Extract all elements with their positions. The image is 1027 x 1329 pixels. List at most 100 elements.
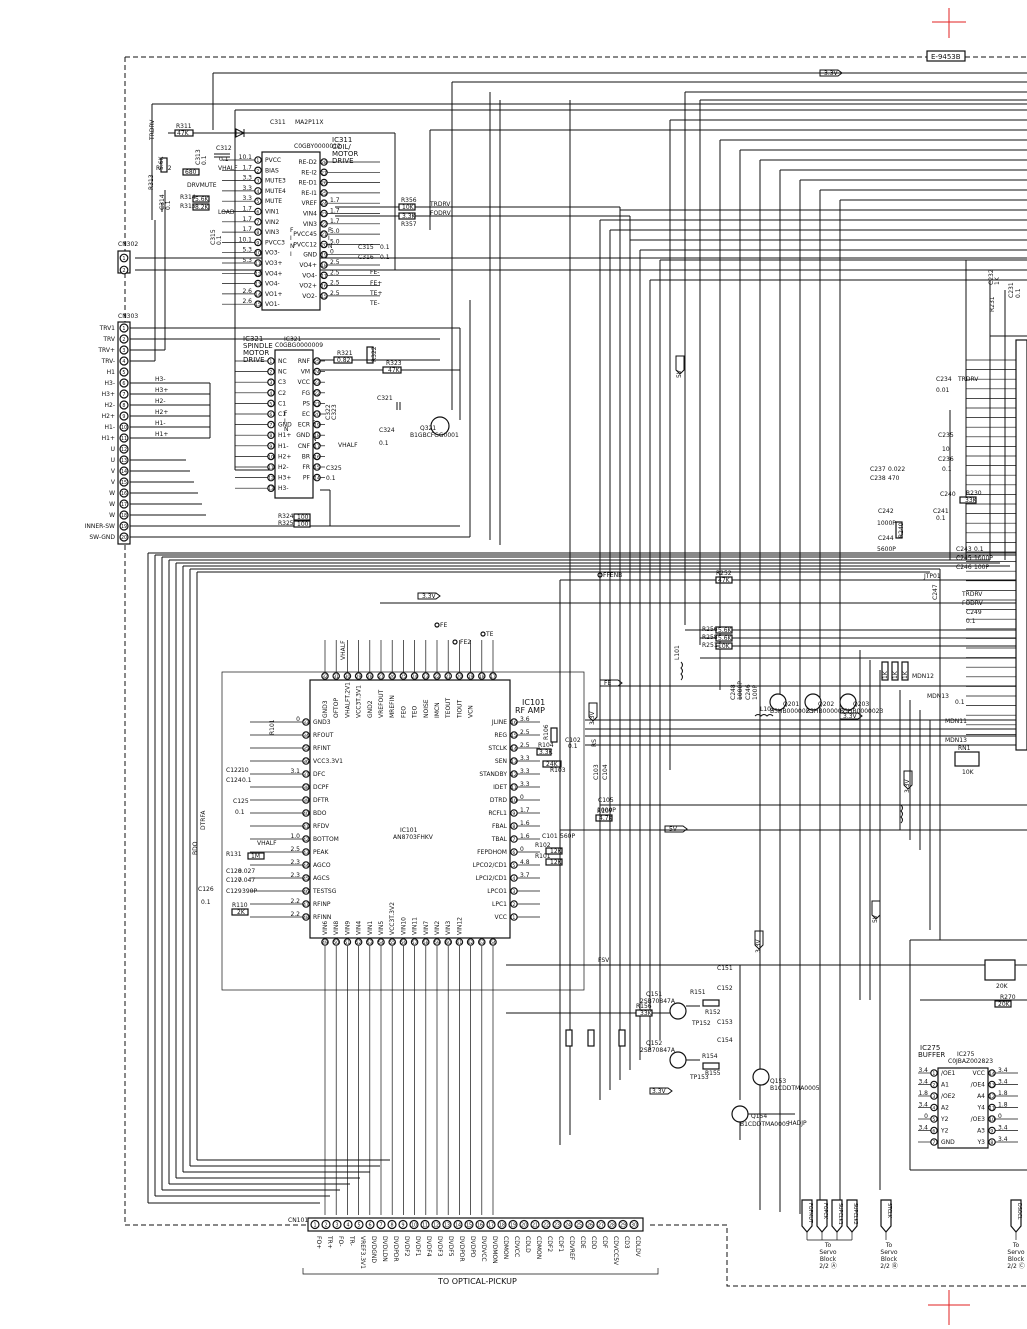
cn302-pin-2 xyxy=(119,265,129,275)
ic311-pin-label: VREF xyxy=(301,200,317,207)
svg-text:C315: C315 xyxy=(210,229,217,245)
cn303-pin-label: H3- xyxy=(105,380,116,387)
servo-bus-tag xyxy=(801,1199,813,1233)
ic101-pin-number: 9 xyxy=(512,811,515,817)
cn303-pin-19 xyxy=(119,521,129,531)
svg-text:8.2K: 8.2K xyxy=(195,204,210,211)
left-vertical-bus xyxy=(147,552,1027,1204)
ic101-pin-label: GND3 xyxy=(322,700,329,718)
right-edge-ic: C232 1K C231 0.1 R231 C234 0.01 TRDRV C2… xyxy=(870,269,1027,751)
cn101-pin-label: CDE xyxy=(579,1236,586,1249)
ic275-pin-number: 11 xyxy=(989,1106,995,1112)
ic101-pin-label: TESTSG xyxy=(312,888,337,895)
svg-text:10: 10 xyxy=(942,446,950,453)
q321-transistor xyxy=(430,416,450,436)
ic311-pin-voltage: 3.3 xyxy=(242,195,252,202)
svg-text:RS: RS xyxy=(591,739,598,747)
cn101-pin-number: 16 xyxy=(477,1223,483,1229)
cn101-pin-5 xyxy=(354,1219,364,1230)
svg-text:0.1: 0.1 xyxy=(219,156,229,163)
ic311-pin-label: VIN1 xyxy=(265,209,279,216)
ic311-peripherals: R311 47K C311 MA2P11X TRDRV C312 0.1 C31… xyxy=(148,119,630,307)
svg-text:C323: C323 xyxy=(331,404,338,420)
ic101-pin-voltage: 3.3 xyxy=(520,781,530,788)
svg-text:C236: C236 xyxy=(938,456,954,463)
ic101-pin-number: 15 xyxy=(511,733,517,739)
svg-text:TRDRV: TRDRV xyxy=(149,119,156,141)
svg-text:C231: C231 xyxy=(1008,282,1015,298)
ic101-pin-label: VIN3 xyxy=(445,921,452,935)
svg-text:100P: 100P xyxy=(974,564,989,571)
ic101-top-pin-30 xyxy=(343,672,352,680)
ic101-pin-number: 22 xyxy=(434,674,440,680)
cn101-pin-number: 24 xyxy=(565,1223,571,1229)
ic321-pin-label: GND xyxy=(278,422,292,429)
svg-text:5V: 5V xyxy=(676,369,683,378)
svg-text:VHALF: VHALF xyxy=(218,165,238,172)
ic321-pin-number: 25 xyxy=(314,359,320,365)
cn101-pin-label: VREF3.3V1 xyxy=(359,1236,366,1269)
ic321-pin-number: 24 xyxy=(314,370,320,376)
svg-text:F: F xyxy=(328,227,332,234)
cn101-pin-14 xyxy=(453,1219,463,1230)
svg-text:C243: C243 xyxy=(956,546,972,553)
cn101-pin-number: 22 xyxy=(543,1223,549,1229)
cn101-pin-22 xyxy=(541,1219,551,1230)
ic101-pin-label: LPC1 xyxy=(492,901,507,908)
ic311-pin-voltage: 2.6 xyxy=(242,288,252,295)
ic311-pin-label: VO4+ xyxy=(299,262,317,269)
svg-text:R311: R311 xyxy=(176,123,192,130)
svg-text:C248: C248 xyxy=(730,684,737,700)
ic321-pin-label: BR xyxy=(302,453,310,460)
ic101-pin-voltage: 3.7 xyxy=(520,872,530,879)
svg-text:390P: 390P xyxy=(242,888,257,895)
cn101-pin-number: 14 xyxy=(455,1223,461,1229)
ic321-pin-label: CNF xyxy=(298,443,311,450)
ic101-bottom-pin-60 xyxy=(444,938,453,946)
ic101-bottom-pin-63 xyxy=(477,938,486,946)
svg-text:C324: C324 xyxy=(379,427,395,434)
cn101-pin-24 xyxy=(563,1219,573,1230)
ic275-pin-label: /OE3 xyxy=(971,1116,986,1123)
cn303-pin-label: U xyxy=(111,446,115,453)
svg-text:TRDRV: TRDRV xyxy=(957,376,979,383)
ic101-pin-label: AGCS xyxy=(313,875,330,882)
ic321-pin-label: NC xyxy=(278,358,287,365)
cn101-pin-number: 30 xyxy=(631,1223,637,1229)
ic101-pin-label: STCLK xyxy=(488,745,508,752)
ic321-pin-number: 5 xyxy=(269,401,272,407)
cn303-pin-11 xyxy=(119,433,129,443)
ic101-pin-number: 40 xyxy=(303,811,309,817)
svg-text:I: I xyxy=(290,251,292,258)
svg-text:Q202: Q202 xyxy=(818,701,834,708)
ic311-pin-number: 26 xyxy=(321,181,327,187)
ic101-bottom-pin-56 xyxy=(399,938,408,946)
ic101-pin-number: 26 xyxy=(389,674,395,680)
svg-text:3.3K: 3.3K xyxy=(539,749,554,756)
ic275-pin-label: VCC xyxy=(973,1070,985,1077)
ic101-pin-number: 45 xyxy=(303,876,309,882)
ic311-pin-label: VIN3 xyxy=(265,229,279,236)
ic311-pin-voltage: 10.1 xyxy=(239,154,253,161)
svg-text:0.1: 0.1 xyxy=(379,440,389,447)
ic101-pin-label: RFDV xyxy=(313,823,330,830)
cn303-pin-20 xyxy=(119,532,129,542)
cn303-pin-number: 2 xyxy=(122,337,125,343)
ic321-pin-number: 14 xyxy=(314,476,320,482)
ic275-pin-number: 13 xyxy=(989,1083,995,1089)
ic101-bottom-pin-62 xyxy=(466,938,475,946)
cn101-pin-label: CD3 xyxy=(623,1236,630,1249)
svg-text:1000P: 1000P xyxy=(597,807,616,814)
svg-text:C246: C246 xyxy=(956,564,972,571)
ic101-top-pin-25 xyxy=(399,672,408,680)
ic311-pin-label: VO3- xyxy=(265,250,280,257)
ic101-pin-label: MREFIN xyxy=(389,695,396,718)
ic101-pin-voltage: 2.2 xyxy=(290,898,300,905)
cn101-pin-label: FO- xyxy=(337,1236,344,1247)
svg-text:C325: C325 xyxy=(326,465,342,472)
cn101-pin-2 xyxy=(321,1219,331,1230)
ic311-pin-voltage: 5.3 xyxy=(242,247,252,254)
ic101-pin-number: 36 xyxy=(303,759,309,765)
cn303-pin-7 xyxy=(119,389,129,399)
cn303-pin-number: 7 xyxy=(122,392,125,398)
